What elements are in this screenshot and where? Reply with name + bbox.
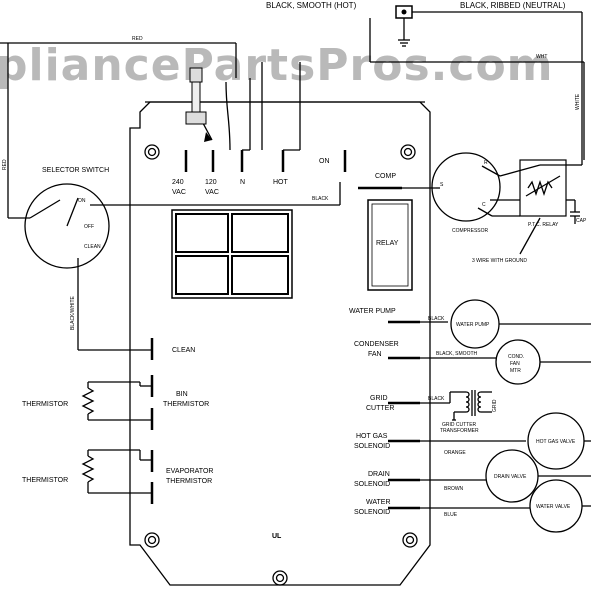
label-water-b: SOLENOID	[354, 509, 390, 516]
label-red-top: RED	[132, 36, 143, 42]
valve-drain: DRAIN VALVE	[494, 474, 527, 480]
label-vac-b: VAC	[205, 189, 219, 196]
watermark: pliancePartsPros.com	[0, 40, 554, 91]
label-blue: BLUE	[444, 512, 458, 518]
motor-fan-c: MTR	[510, 368, 521, 374]
label-n: N	[240, 179, 245, 186]
label-hotgas-a: HOT GAS	[356, 433, 388, 440]
valve-water: WATER VALVE	[536, 504, 571, 510]
label-120: 120	[205, 179, 217, 186]
label-black-smooth: BLACK, SMOOTH (HOT)	[266, 1, 357, 10]
label-hot: HOT	[273, 179, 289, 186]
label-black-3: BLACK	[428, 396, 445, 402]
motor-fan-b: FAN	[510, 361, 520, 367]
label-water-pump: WATER PUMP	[349, 308, 396, 315]
label-thermistor-2: THERMISTOR	[22, 477, 68, 484]
comp-s: S	[440, 182, 444, 188]
label-condenser-b: FAN	[368, 351, 382, 358]
label-3-wire: 3 WIRE WITH GROUND	[472, 258, 527, 264]
label-grid-xfmr: GRID CUTTER	[442, 422, 477, 428]
selector-on: ON	[78, 198, 86, 204]
label-drain-b: SOLENOID	[354, 481, 390, 488]
label-thermistor-1: THERMISTOR	[22, 401, 68, 408]
label-ptc-relay: P.T.C. RELAY	[528, 222, 559, 228]
label-brown: BROWN	[444, 486, 464, 492]
label-cap: CAP	[576, 218, 587, 224]
label-water-a: WATER	[366, 499, 391, 506]
label-white: WHITE	[575, 93, 581, 110]
label-black-ribbed: BLACK, RIBBED (NEUTRAL)	[460, 1, 566, 10]
label-grid-a: GRID	[370, 395, 388, 402]
connector-icon	[185, 67, 207, 125]
label-red-left: RED	[2, 159, 8, 170]
label-black-1: BLACK	[312, 196, 329, 202]
label-drain-a: DRAIN	[368, 471, 390, 478]
label-evap-a: EVAPORATOR	[166, 468, 213, 475]
label-clean: CLEAN	[172, 347, 195, 354]
selector-title: SELECTOR SWITCH	[42, 167, 109, 174]
label-grid-xfmr2: TRANSFORMER	[440, 428, 479, 434]
label-evap-b: THERMISTOR	[166, 478, 212, 485]
label-wht: WHT	[536, 54, 547, 60]
label-condenser-a: CONDENSER	[354, 341, 399, 348]
label-black-white: BLACK/WHITE	[70, 295, 76, 330]
label-on: ON	[319, 158, 330, 165]
valve-hot-gas: HOT GAS VALVE	[536, 439, 576, 445]
label-orange: ORANGE	[444, 450, 466, 456]
motor-fan-a: COND.	[508, 354, 524, 360]
label-black-2: BLACK	[428, 316, 445, 322]
label-relay: RELAY	[376, 240, 399, 247]
plug-icon	[395, 5, 413, 19]
ul-logo: UL	[272, 533, 282, 540]
label-hotgas-b: SOLENOID	[354, 443, 390, 450]
label-bin-a: BIN	[176, 391, 188, 398]
arrow-icon	[204, 132, 212, 142]
comp-r: R	[484, 160, 488, 166]
label-comp: COMP	[375, 173, 396, 180]
comp-c: C	[482, 202, 486, 208]
motor-water-pump: WATER PUMP	[456, 322, 490, 328]
label-black-smooth-2: BLACK, SMOOTH	[436, 351, 478, 357]
label-grid-out: GRID	[492, 399, 498, 412]
label-240: 240	[172, 179, 184, 186]
label-grid-b: CUTTER	[366, 405, 394, 412]
label-bin-b: THERMISTOR	[163, 401, 209, 408]
label-compressor: COMPRESSOR	[452, 228, 489, 234]
selector-off: OFF	[84, 224, 94, 230]
selector-clean: CLEAN	[84, 244, 101, 250]
label-vac-a: VAC	[172, 189, 186, 196]
